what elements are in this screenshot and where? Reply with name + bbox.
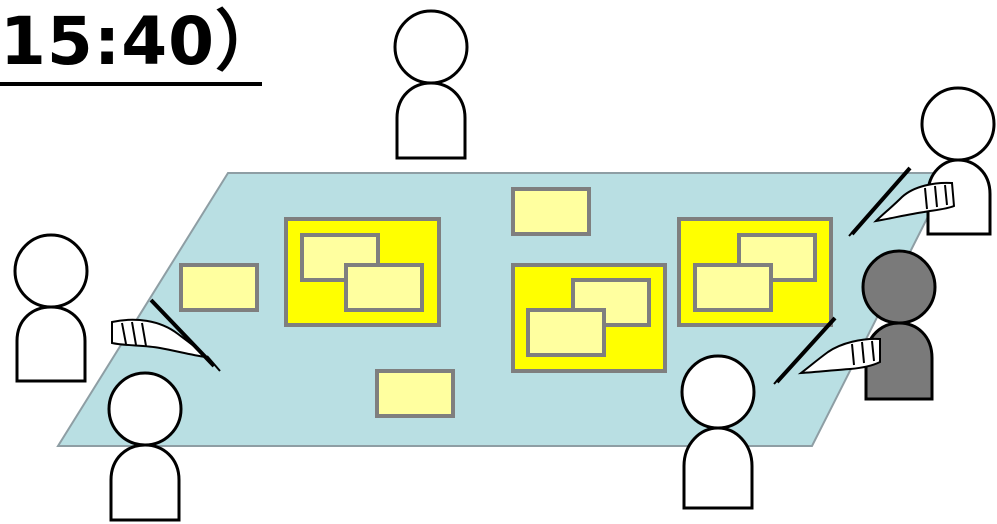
person-icon	[13, 233, 89, 383]
person-icon	[393, 9, 469, 160]
sticky-note-icon	[344, 263, 424, 312]
sticky-note-icon	[693, 263, 773, 312]
sticky-note-icon	[511, 187, 591, 236]
sticky-note-icon	[526, 308, 606, 357]
sticky-note-icon	[179, 263, 259, 312]
hand-writing-pen-icon	[773, 316, 881, 385]
active-person-icon	[861, 249, 937, 401]
hand-writing-pen-icon	[848, 166, 956, 237]
person-icon	[920, 86, 996, 236]
person-icon	[680, 354, 756, 510]
sticky-note-icon	[571, 278, 651, 327]
person-icon	[107, 371, 183, 522]
hand-writing-pen-icon	[111, 298, 221, 372]
sticky-note-icon	[375, 369, 455, 418]
time-title: 15:40）	[0, 2, 281, 86]
